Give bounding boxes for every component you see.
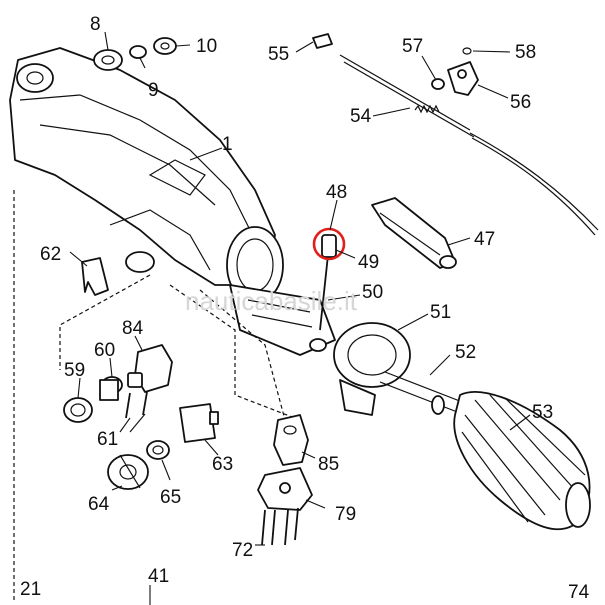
label-60: 60 (94, 340, 115, 361)
assembly-guide-lines (13, 190, 301, 605)
washer-stack[interactable] (93, 37, 177, 71)
label-74: 74 (568, 582, 590, 603)
cover-part-63[interactable] (179, 403, 219, 443)
label-85: 85 (318, 454, 339, 475)
label-50: 50 (362, 282, 383, 303)
label-53: 53 (532, 402, 553, 423)
clip-part-62[interactable] (81, 257, 109, 296)
label-41: 41 (148, 566, 169, 587)
label-56: 56 (510, 92, 531, 113)
label-51: 51 (430, 302, 451, 323)
label-48: 48 (326, 182, 347, 203)
cable-bracket-part-56[interactable] (431, 47, 479, 96)
ring-part-65[interactable] (146, 440, 170, 460)
label-21: 21 (20, 579, 41, 600)
leader-lines (69, 31, 531, 546)
highlight-circle (312, 227, 346, 261)
label-1: 1 (222, 134, 233, 155)
screws-part-61[interactable] (125, 391, 148, 419)
label-57: 57 (402, 36, 423, 57)
label-9: 9 (148, 80, 159, 101)
label-10: 10 (196, 36, 217, 57)
part-number-labels: 8 9 10 1 55 57 58 54 56 48 47 49 62 50 5… (20, 14, 590, 603)
label-55: 55 (268, 44, 289, 65)
pins-part-72[interactable] (261, 507, 299, 546)
label-61: 61 (97, 429, 118, 450)
label-79: 79 (335, 504, 356, 525)
label-84: 84 (122, 318, 144, 339)
cap-part-59[interactable] (63, 397, 93, 423)
label-65: 65 (160, 487, 181, 508)
watermark: nauticabasile.it (185, 286, 358, 316)
label-8: 8 (90, 14, 101, 35)
label-59: 59 (64, 360, 85, 381)
pin-assembly-parts-48-50[interactable] (312, 227, 346, 331)
connector-part-85[interactable] (273, 414, 309, 466)
label-52: 52 (455, 342, 476, 363)
grip-collar-part-51[interactable] (333, 322, 411, 416)
label-54: 54 (350, 106, 372, 127)
label-62: 62 (40, 244, 61, 265)
terminal-block-part-79[interactable] (257, 467, 313, 511)
label-49: 49 (358, 252, 379, 273)
label-58: 58 (515, 42, 536, 63)
tiller-shaft-part-52[interactable] (379, 371, 471, 416)
label-72: 72 (232, 540, 253, 561)
shift-lever-part-47[interactable] (371, 197, 457, 269)
label-63: 63 (212, 454, 233, 475)
knob-part-64[interactable] (107, 454, 149, 490)
shift-collar-assembly[interactable] (226, 226, 336, 356)
twist-grip-part-53[interactable] (453, 391, 591, 531)
label-64: 64 (88, 494, 110, 515)
throttle-cable-part-54[interactable] (312, 33, 599, 236)
socket-part-60[interactable] (99, 376, 123, 401)
switch-part-84[interactable] (127, 344, 173, 393)
tiller-arm-part-1[interactable] (9, 47, 276, 286)
label-47: 47 (474, 229, 495, 250)
